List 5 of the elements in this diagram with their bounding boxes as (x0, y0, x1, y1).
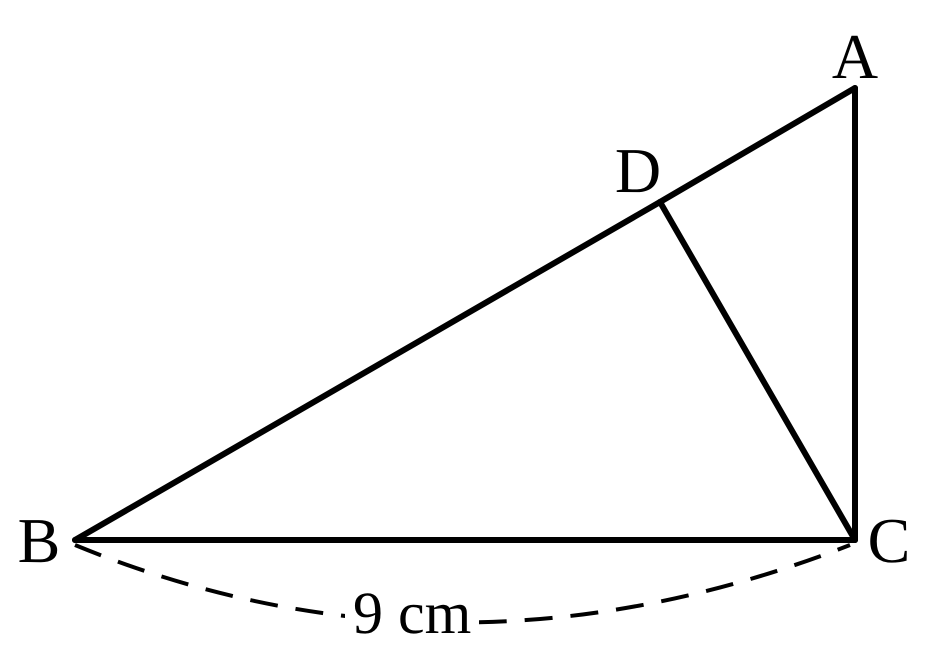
vertex-label: A (825, 26, 885, 88)
line-segment (657, 199, 858, 543)
vertex-label: B (3, 505, 75, 577)
vertex-label: C (855, 505, 923, 577)
vertex-label: D (605, 140, 671, 202)
